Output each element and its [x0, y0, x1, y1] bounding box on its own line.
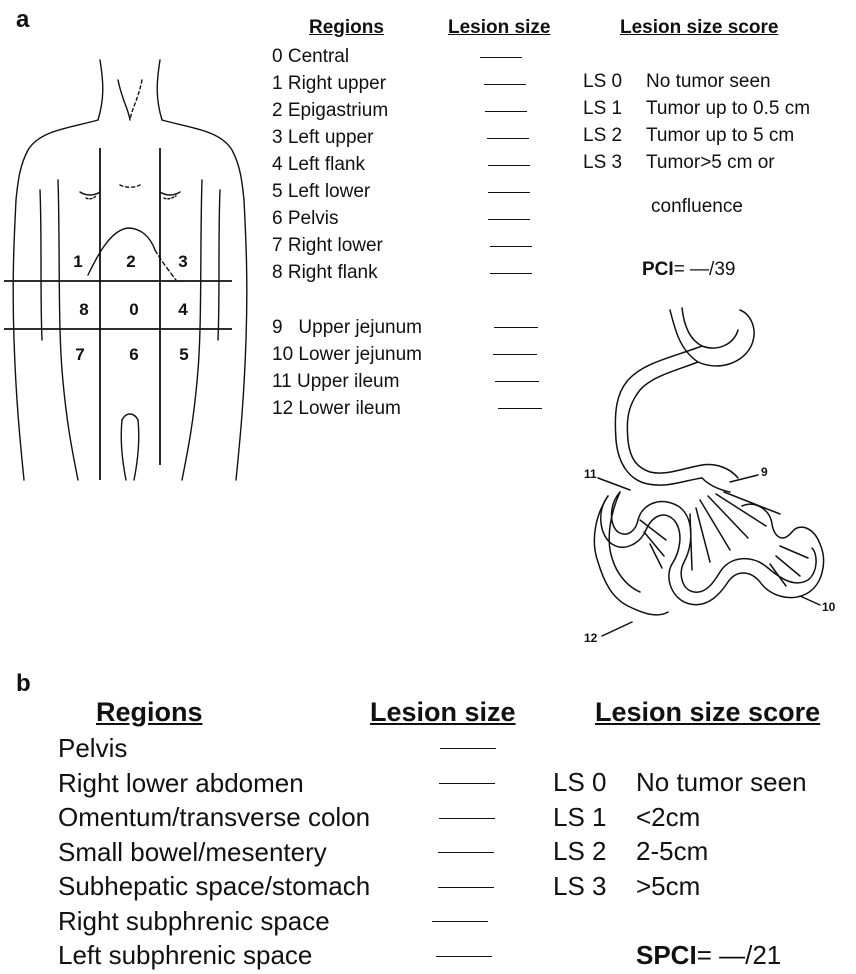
panel-a-letter: a: [16, 6, 29, 34]
list-item: 4 Left flank: [272, 151, 388, 178]
list-item: Small bowel/mesentery: [58, 835, 370, 870]
lesion-size-blank: [480, 57, 522, 58]
lesion-size-blank: [440, 748, 496, 749]
intestine-label-10: 10: [822, 600, 836, 614]
lesion-size-blank: [498, 408, 542, 409]
list-item: Right lower abdomen: [58, 766, 370, 801]
body-region-7: 7: [75, 345, 84, 364]
lesion-size-blank: [432, 921, 488, 922]
lesion-size-blank: [490, 246, 532, 247]
lesion-size-blank: [488, 165, 530, 166]
intestine-label-9: 9: [761, 465, 768, 479]
list-item: 3 Left upper: [272, 124, 388, 151]
list-item: 12 Lower ileum: [272, 395, 422, 422]
body-region-0: 0: [129, 300, 138, 319]
list-item: 2 Epigastrium: [272, 97, 388, 124]
body-region-4: 4: [178, 300, 188, 319]
lesion-size-blank: [438, 887, 494, 888]
list-item: 0 Central: [272, 43, 388, 70]
list-item: 11 Upper ileum: [272, 368, 422, 395]
list-item: 1 Right upper: [272, 70, 388, 97]
panel-a-header-lesion-size: Lesion size: [448, 17, 550, 39]
list-item: Right subphrenic space: [58, 904, 370, 939]
lesion-size-blank: [495, 381, 539, 382]
list-item: Omentum/transverse colon: [58, 800, 370, 835]
panel-a-header-lesion-size-score: Lesion size score: [620, 17, 778, 39]
body-region-5: 5: [179, 345, 188, 364]
lesion-size-blank: [487, 138, 529, 139]
body-region-8: 8: [79, 300, 88, 319]
lesion-size-blank: [485, 111, 527, 112]
panel-a-bowel-regions-list: 9 Upper jejunum 10 Lower jejunum 11 Uppe…: [272, 314, 422, 422]
small-intestine-diagram: 11 9 10 12: [580, 300, 850, 650]
list-item: 6 Pelvis: [272, 205, 388, 232]
panel-a-regions-list: 0 Central 1 Right upper 2 Epigastrium 3 …: [272, 43, 388, 286]
intestine-label-11: 11: [584, 467, 597, 481]
score-row: LS 1<2cm: [553, 800, 807, 835]
list-item: Pelvis: [58, 731, 370, 766]
body-region-3: 3: [178, 252, 187, 271]
score-row: LS 3>5cm: [553, 869, 807, 904]
panel-b-header-lesion-size-score: Lesion size score: [595, 697, 820, 728]
panel-a-header-regions: Regions: [309, 17, 384, 39]
lesion-size-blank: [436, 956, 492, 957]
body-region-2: 2: [126, 252, 135, 271]
list-item: 10 Lower jejunum: [272, 341, 422, 368]
lesion-size-blank: [488, 219, 530, 220]
list-item: 9 Upper jejunum: [272, 314, 422, 341]
lesion-size-blank: [488, 192, 530, 193]
lesion-size-blank: [490, 273, 532, 274]
panel-b-header-regions: Regions: [96, 697, 203, 728]
list-item: Subhepatic space/stomach: [58, 869, 370, 904]
lesion-size-blank: [494, 327, 538, 328]
lesion-size-blank: [439, 818, 495, 819]
score-continuation: confluence: [651, 193, 743, 220]
panel-b-regions-list: Pelvis Right lower abdomen Omentum/trans…: [58, 731, 370, 973]
abdomen-body-diagram: 1 2 3 8 0 4 7 6 5: [0, 40, 260, 490]
lesion-size-blank: [493, 354, 537, 355]
lesion-size-blank: [438, 852, 494, 853]
intestine-label-12: 12: [584, 631, 598, 645]
list-item: 8 Right flank: [272, 259, 388, 286]
body-region-6: 6: [129, 345, 138, 364]
spci-total: SPCI= —/21: [636, 940, 781, 971]
panel-b-letter: b: [16, 670, 31, 698]
panel-b-header-lesion-size: Lesion size: [370, 697, 516, 728]
lesion-size-blank: [484, 84, 526, 85]
list-item: 7 Right lower: [272, 232, 388, 259]
list-item: 5 Left lower: [272, 178, 388, 205]
body-region-1: 1: [73, 252, 82, 271]
lesion-size-blank: [439, 783, 495, 784]
list-item: Left subphrenic space: [58, 938, 370, 973]
pci-total: PCI= —/39: [642, 259, 735, 281]
